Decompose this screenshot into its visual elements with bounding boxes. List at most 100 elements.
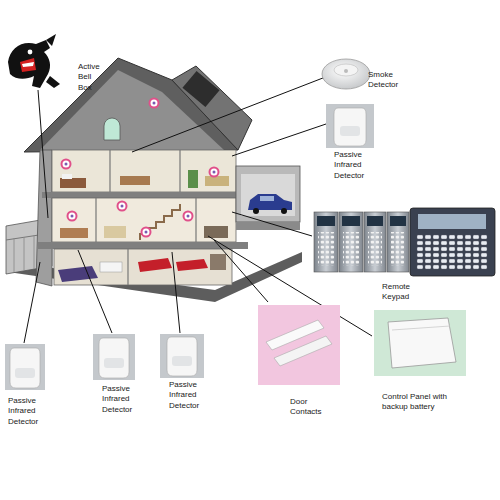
callout-label: Active Bell Box (78, 62, 106, 93)
house-cutaway-part (248, 194, 292, 210)
bell-box-dog-icon-part (46, 76, 60, 88)
sensor-marker-dots-part (65, 163, 68, 166)
keypad-pictures (314, 208, 495, 276)
house-cutaway-part (42, 192, 244, 198)
keypad-pictures-part (317, 216, 335, 226)
keypad-pictures-part (410, 208, 495, 276)
door-contacts-picture-part (274, 336, 332, 366)
keypad-pictures-part (342, 216, 360, 226)
house-cutaway-part (24, 237, 25, 270)
control-panel-picture-part (392, 326, 450, 330)
house-cutaway-part (120, 176, 150, 185)
control-panel-picture (374, 310, 466, 376)
pir-detector-picture-part (326, 104, 374, 148)
keypad-pictures-part (314, 212, 338, 272)
leader-lines-part (214, 240, 268, 302)
house-cutaway-part (182, 71, 219, 107)
pir-detector-picture (326, 104, 374, 148)
smoke-detector-picture-part (322, 59, 370, 89)
sensor-markers-part (142, 228, 151, 237)
keypad-pictures-part (364, 212, 386, 272)
house-cutaway-part (100, 262, 122, 272)
callout-label: Control Panel with backup battery (382, 392, 462, 413)
door-contacts-picture (258, 305, 340, 385)
house-cutaway-part (253, 208, 259, 214)
leader-lines-part (232, 124, 326, 156)
house-cutaway-part (24, 58, 238, 152)
leader-lines-part (24, 262, 40, 343)
house-cutaway-part (58, 266, 98, 282)
bell-box-dog-icon-part (28, 50, 33, 55)
pir-detector-pictures-part (5, 344, 45, 390)
house-cutaway-part (179, 150, 180, 192)
pir-detector-picture-part (340, 126, 360, 136)
smoke-detector-picture-part (334, 64, 358, 76)
house-cutaway-part (172, 66, 252, 150)
keypad-pictures-part (367, 216, 383, 226)
keypad-pictures-part (318, 232, 334, 266)
keypad-pictures-part (418, 214, 486, 229)
sensor-marker-dots-part (71, 215, 74, 218)
house-cutaway-part (138, 258, 172, 272)
house-cutaway-part (127, 249, 128, 285)
sensor-marker-dots (65, 102, 216, 234)
keypad-pictures-part (390, 216, 406, 226)
house-cutaway-part (95, 198, 96, 242)
house-cutaway-part (260, 196, 274, 201)
house-cutaway-part (104, 226, 126, 238)
house-cutaway-part (204, 226, 228, 238)
control-panel-picture-part (374, 310, 466, 376)
pir-detector-pictures-part (15, 368, 35, 378)
bell-box-dog-icon-part (46, 34, 56, 46)
leader-lines-part (232, 212, 312, 236)
bell-box-dog-icon (8, 34, 60, 88)
callout-label: Smoke Detector (368, 70, 408, 91)
house-cutaway-part (54, 249, 232, 285)
house-cutaway-part (109, 150, 110, 192)
house-cutaway-part (14, 238, 15, 272)
house-cutaway-part (62, 174, 72, 179)
sensor-marker-dots-part (121, 205, 124, 208)
house-cutaway-part (104, 118, 120, 140)
callout-label: Remote Keypad (382, 282, 422, 303)
sensor-markers-part (210, 168, 219, 177)
house-cutaway-part (281, 208, 287, 214)
house-cutaway-part (205, 176, 229, 186)
pir-detector-picture-part (334, 108, 366, 146)
keypad-pictures-part (391, 232, 405, 266)
sensor-markers (62, 99, 219, 237)
house-cutaway-part (52, 150, 236, 192)
sensor-marker-dots-part (153, 102, 156, 105)
callout-label: Door Contacts (290, 397, 330, 418)
keypad-pictures-part (387, 212, 409, 272)
house-cutaway-part (52, 198, 236, 242)
sensor-markers-part (68, 212, 77, 221)
callout-label: Passive Infrared Detector (334, 150, 374, 181)
keypad-pictures-part (343, 232, 359, 266)
pir-detector-pictures-part (104, 358, 124, 368)
control-panel-picture-part (388, 318, 456, 368)
house-cutaway-part (236, 166, 300, 222)
pir-detector-pictures-part (10, 348, 40, 388)
bell-box-dog-icon-part (8, 40, 50, 88)
house-cutaway-part (40, 70, 224, 150)
leader-lines-part (38, 90, 48, 218)
door-contacts-picture-part (258, 305, 340, 385)
keypad-pictures-part (416, 234, 488, 270)
bell-box-dog-icon-part (22, 62, 34, 67)
sensor-marker-dots-part (145, 231, 148, 234)
smoke-detector-picture-part (344, 69, 348, 73)
keypad-pictures-part (339, 212, 363, 272)
sensor-marker-dots-part (213, 171, 216, 174)
pir-detector-pictures-part (93, 334, 135, 380)
house-cutaway (6, 58, 302, 302)
house-cutaway-part (34, 235, 35, 269)
callout-label: Passive Infrared Detector (169, 380, 209, 411)
smoke-detector-picture (322, 59, 370, 89)
leader-lines-part (132, 76, 328, 152)
bell-box-dog-icon-part (20, 58, 36, 72)
pir-detector-pictures-part (167, 337, 197, 376)
sensor-markers-part (118, 202, 127, 211)
house-cutaway-part (195, 198, 196, 242)
